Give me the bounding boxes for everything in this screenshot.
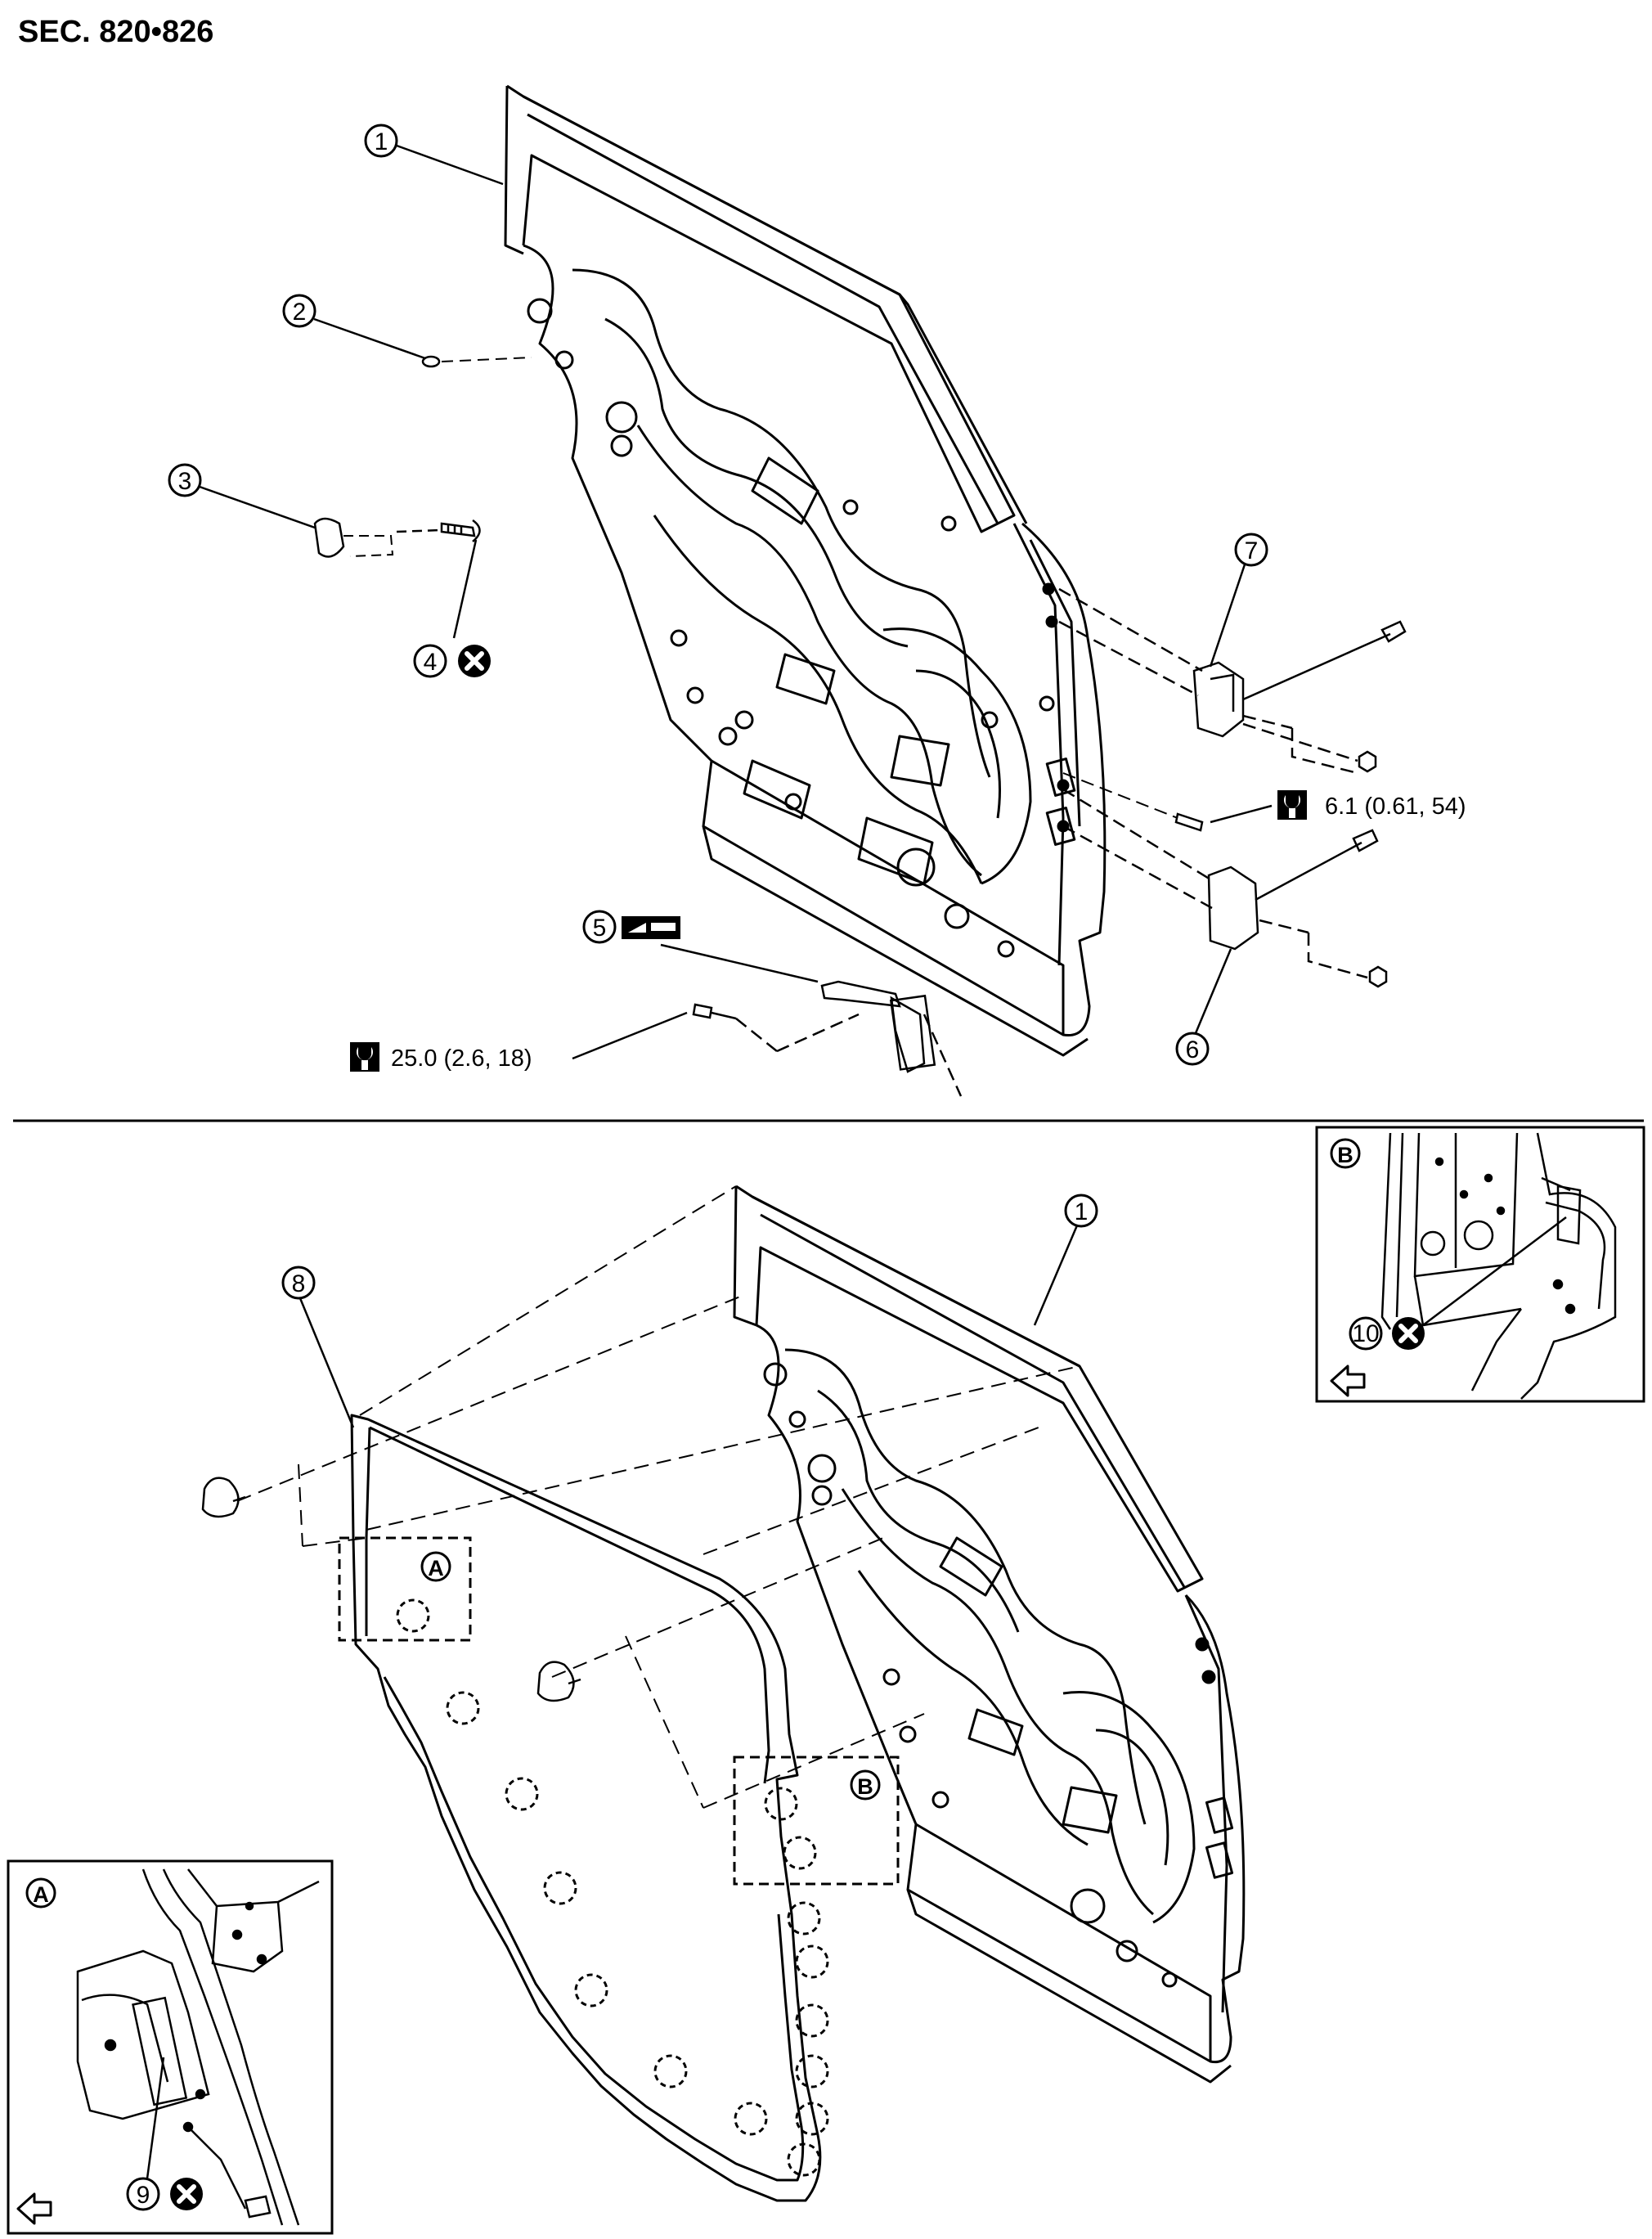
grease-apply-icon <box>622 916 680 939</box>
callout-6: 6 <box>1175 948 1232 1066</box>
svg-text:B: B <box>857 1774 873 1799</box>
inset-a-drawing <box>76 1868 320 2226</box>
projection-lines <box>236 1185 1080 1809</box>
callout-9: 9 <box>126 2057 203 2210</box>
screw-4 <box>396 519 481 639</box>
vehicle-front-arrow-icon <box>16 2192 52 2225</box>
vehicle-front-arrow-icon <box>1330 1365 1366 1397</box>
grommet <box>421 355 441 368</box>
svg-text:6: 6 <box>1186 1036 1200 1063</box>
torque-wrench-icon <box>350 1042 379 1072</box>
door-check-link <box>692 980 963 1097</box>
torque-wrench-icon <box>1277 790 1307 820</box>
striker-bracket <box>313 517 345 558</box>
detail-box-a: A <box>338 1536 472 1642</box>
torque-value-check-link: 25.0 (2.6, 18) <box>391 1045 532 1072</box>
detail-b-inset-frame <box>1315 1126 1645 1403</box>
svg-text:10: 10 <box>1352 1320 1379 1347</box>
svg-text:3: 3 <box>178 468 192 495</box>
svg-text:4: 4 <box>424 649 438 676</box>
weatherstrip-clips <box>396 1598 829 2177</box>
callout-8: 8 <box>281 1266 355 1428</box>
push-clip-left <box>201 1477 246 1518</box>
check-link-torque: 25.0 (2.6, 18) <box>350 1011 688 1072</box>
inset-b-label: B <box>1330 1138 1361 1169</box>
callout-1-top: 1 <box>364 124 504 186</box>
rear-door-top <box>504 84 1107 1057</box>
svg-text:A: A <box>33 1882 49 1907</box>
do-not-reuse-icon <box>170 2178 203 2210</box>
svg-text:9: 9 <box>137 2182 150 2209</box>
svg-text:B: B <box>1337 1143 1353 1167</box>
rear-door-bottom <box>733 1185 1246 2084</box>
svg-text:1: 1 <box>375 128 388 155</box>
callout-1-bottom: 1 <box>1033 1194 1098 1326</box>
inset-a-label: A <box>25 1877 56 1909</box>
detail-box-b: B <box>733 1756 900 1886</box>
upper-hinge <box>1058 587 1407 775</box>
svg-text:A: A <box>428 1556 444 1580</box>
callout-4: 4 <box>413 645 491 677</box>
svg-text:1: 1 <box>1075 1198 1089 1225</box>
callout-7: 7 <box>1209 533 1268 668</box>
detail-a-inset-frame <box>7 1859 334 2235</box>
do-not-reuse-icon <box>458 645 491 677</box>
torque-value-hinge: 6.1 (0.61, 54) <box>1325 794 1466 820</box>
inset-b-drawing <box>1380 1132 1617 1400</box>
svg-text:2: 2 <box>293 299 307 326</box>
lower-hinge <box>1062 788 1388 988</box>
svg-text:5: 5 <box>593 915 607 942</box>
svg-text:8: 8 <box>292 1270 306 1297</box>
push-clip-right <box>536 1661 581 1702</box>
hinge-bolt-torque: 6.1 (0.61, 54) <box>1062 772 1466 832</box>
svg-text:7: 7 <box>1245 537 1259 564</box>
section-title: SEC. 820•826 <box>18 15 214 49</box>
do-not-reuse-icon <box>1392 1317 1425 1350</box>
callout-5: 5 <box>582 910 819 983</box>
callout-10: 10 <box>1349 1216 1567 1350</box>
callout-2: 2 <box>282 294 532 368</box>
door-weatherstrip <box>350 1414 822 2202</box>
callout-3: 3 <box>168 463 394 558</box>
